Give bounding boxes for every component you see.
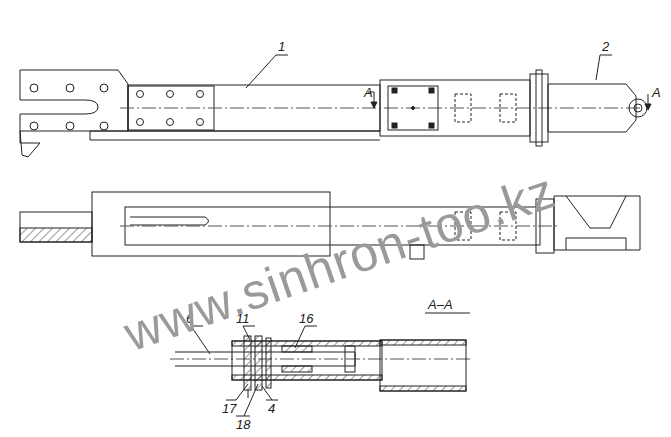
callout-number: 4 <box>268 402 275 415</box>
part-number: 1 <box>278 40 285 53</box>
section-marker: A <box>652 86 661 99</box>
callout-number: 16 <box>299 312 313 325</box>
callout-number: 17 <box>222 402 236 415</box>
part-number: 2 <box>602 40 609 53</box>
callout-number: 18 <box>236 418 250 431</box>
section-title: A–A <box>428 298 453 311</box>
section-marker: A <box>364 86 373 99</box>
top-view <box>20 70 651 157</box>
watermark: www.sinhron-too.kz <box>118 165 561 359</box>
